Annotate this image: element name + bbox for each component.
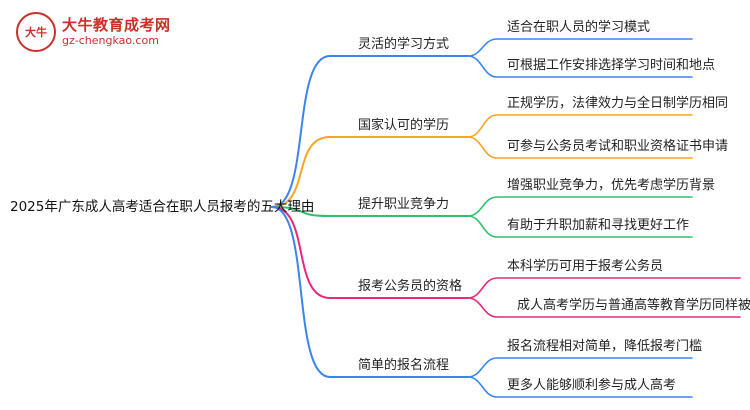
root-branch-connector	[271, 206, 331, 378]
leaf-connector	[467, 376, 693, 398]
leaf-connector	[467, 38, 693, 57]
leaf-label: 报名流程相对简单，降低报考门槛	[507, 339, 703, 354]
leaf-connector	[467, 114, 693, 138]
leaf-label: 可根据工作安排选择学习时间和地点	[507, 58, 716, 73]
leaf-connector	[467, 277, 741, 299]
site-logo: 大牛 大牛教育成考网 gz-chengkao.com	[16, 12, 186, 52]
branch-label: 国家认可的学历	[358, 118, 450, 133]
root-branch-connector	[271, 206, 331, 217]
branch-label: 灵活的学习方式	[358, 37, 450, 52]
leaf-connector	[467, 196, 693, 217]
root-branch-connector	[271, 55, 331, 208]
leaf-label: 增强职业竞争力，优先考虑学历背景	[507, 178, 716, 193]
leaf-label: 有助于升职加薪和寻找更好工作	[507, 218, 690, 233]
leaf-connector	[467, 357, 693, 378]
leaf-connector	[467, 215, 693, 238]
leaf-label: 更多人能够顺利参与成人高考	[507, 378, 677, 393]
root-topic: 2025年广东成人高考适合在职人员报考的五大理由	[10, 199, 315, 215]
leaf-connector	[467, 136, 693, 159]
logo-badge-icon: 大牛	[16, 12, 56, 52]
leaf-label: 可参与公务员考试和职业资格证书申请	[507, 139, 729, 154]
branch-label: 报考公务员的资格	[358, 279, 463, 294]
leaf-label: 本科学历可用于报考公务员	[507, 259, 664, 274]
branch-label: 提升职业竞争力	[358, 197, 450, 212]
root-branch-connector	[271, 136, 331, 208]
branch-label: 简单的报名流程	[358, 358, 450, 373]
leaf-label: 成人高考学历与普通高等教育学历同样被认可	[517, 298, 750, 313]
leaf-connector	[467, 297, 741, 318]
logo-title: 大牛教育成考网	[62, 16, 171, 34]
root-branch-connector	[271, 206, 331, 299]
leaf-connector	[467, 55, 693, 78]
logo-url: gz-chengkao.com	[62, 34, 159, 47]
leaf-label: 适合在职人员的学习模式	[507, 20, 651, 35]
leaf-label: 正规学历，法律效力与全日制学历相同	[507, 96, 729, 111]
